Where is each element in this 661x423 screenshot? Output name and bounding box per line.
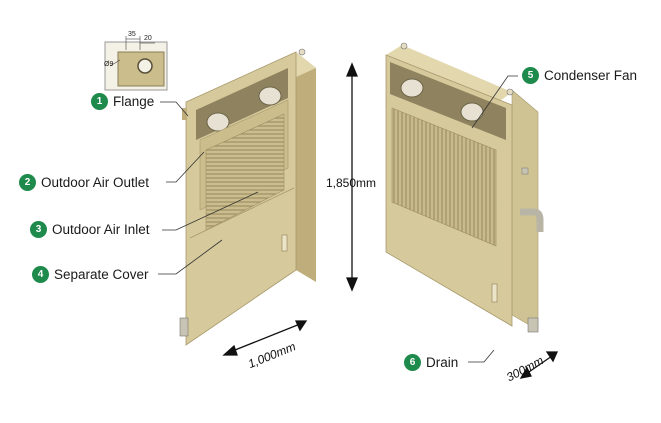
leader-drain <box>468 349 495 363</box>
callout-number: 6 <box>404 354 421 371</box>
callout-label: Separate Cover <box>54 267 149 282</box>
callout-drain: 6 Drain <box>404 354 458 371</box>
dimension-arrows <box>222 62 559 379</box>
callout-label: Flange <box>113 94 155 109</box>
callout-condenser-fan: 5 Condenser Fan <box>522 67 637 84</box>
flange-dim-c: Ø9 <box>104 61 113 68</box>
height-dimension-label: 1,850mm <box>326 176 377 190</box>
leader-flange <box>160 101 189 117</box>
callout-label: Condenser Fan <box>544 68 638 83</box>
callout-number: 1 <box>91 93 108 110</box>
callout-label: Drain <box>426 355 459 370</box>
leader-lines <box>158 75 518 363</box>
flange-dim-a: 35 <box>128 31 136 38</box>
leader-cover <box>158 239 223 275</box>
callout-number: 3 <box>30 221 47 238</box>
cabinet-rear-view <box>385 42 544 333</box>
callout-label: Outdoor Air Outlet <box>41 175 150 190</box>
callout-flange: 1 Flange <box>91 93 154 110</box>
callout-outdoor-air-inlet: 3 Outdoor Air Inlet <box>30 221 150 238</box>
flange-detail-inset <box>104 36 168 91</box>
callout-number: 2 <box>19 174 36 191</box>
callout-label: Outdoor Air Inlet <box>52 222 150 237</box>
callout-number: 4 <box>32 266 49 283</box>
cabinet-front-view <box>179 48 316 346</box>
callout-separate-cover: 4 Separate Cover <box>32 266 149 283</box>
flange-dim-b: 20 <box>144 35 152 42</box>
leader-fan <box>471 75 518 129</box>
callout-outdoor-air-outlet: 2 Outdoor Air Outlet <box>19 174 149 191</box>
leader-outlet <box>166 151 205 183</box>
callout-number: 5 <box>522 67 539 84</box>
leader-inlet <box>162 191 259 231</box>
